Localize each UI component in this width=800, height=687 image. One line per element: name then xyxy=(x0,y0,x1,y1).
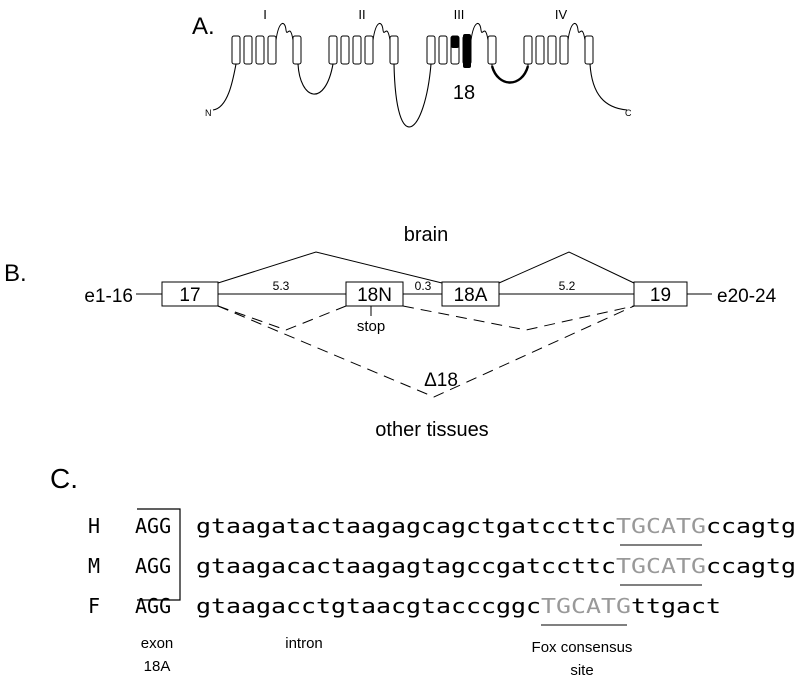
fox-site-m: TGCATG xyxy=(616,554,706,578)
fox-caption-line2: site xyxy=(570,662,593,679)
species-m: M xyxy=(88,554,100,578)
c-terminus-label: C xyxy=(625,108,632,118)
intron-size-17-18n: 5.3 xyxy=(273,279,290,293)
other-tissues-label: other tissues xyxy=(375,419,488,441)
exon-18n-label: 18N xyxy=(357,285,392,306)
fox-site-f: TGCATG xyxy=(541,594,631,618)
other-tissue-splicing xyxy=(217,305,635,398)
exon-bracket xyxy=(137,508,181,601)
exon-18a-label: 18A xyxy=(454,285,488,306)
intron-size-18n-18a: 0.3 xyxy=(415,279,432,293)
brain-splice-17-18a xyxy=(217,251,443,284)
domain-label-3: III xyxy=(454,7,465,22)
intron-seq-h: gtaagatactaagagcagctgatccttc xyxy=(196,514,616,538)
protein-backbone xyxy=(212,63,628,128)
exon-18n: 18N xyxy=(345,281,404,307)
exon-19: 19 xyxy=(633,281,688,307)
exon-caption-line1: exon xyxy=(141,635,174,652)
domain-iii-segments xyxy=(426,35,497,65)
domain-iv-pore-loop xyxy=(567,22,586,41)
exon-seq-h: AGG xyxy=(135,514,171,538)
species-f: F xyxy=(88,594,100,618)
intron-size-18a-19: 5.2 xyxy=(559,279,576,293)
brain-label: brain xyxy=(404,224,448,246)
intron-seq-m: gtaagacactaagagtagccgatccttc xyxy=(196,554,616,578)
exon-17-label: 17 xyxy=(179,285,200,306)
exon18-region-s3 xyxy=(451,36,459,48)
domain-iv-segments xyxy=(523,35,594,65)
fox-site-h: TGCATG xyxy=(616,514,706,538)
intron-seq-f: gtaagacctgtaacgtacccggc xyxy=(196,594,541,618)
sequence-row-m: M AGG gtaagacactaagagtagccgatccttc TGCAT… xyxy=(88,554,796,586)
domain-label-1: I xyxy=(263,7,267,22)
n-terminus-label: N xyxy=(205,108,212,118)
brain-splice-18a-19 xyxy=(498,251,635,284)
exon-seq-f: AGG xyxy=(135,594,171,618)
panel-a-label: A. xyxy=(192,13,215,40)
exon-19-label: 19 xyxy=(650,285,671,306)
left-flank-label: e1-16 xyxy=(84,286,133,307)
delta18-label: Δ18 xyxy=(424,370,458,391)
post-seq-m: ccagtg xyxy=(706,554,796,578)
domain-i-segments xyxy=(231,35,302,65)
exon18-label: 18 xyxy=(453,82,475,104)
stop-label: stop xyxy=(357,318,385,335)
panel-c-label: C. xyxy=(50,463,78,494)
domain-label-2: II xyxy=(358,7,365,22)
sequence-row-h: H AGG gtaagatactaagagcagctgatccttc TGCAT… xyxy=(88,514,796,546)
right-flank-label: e20-24 xyxy=(717,286,777,307)
domain-ii-pore-loop xyxy=(372,22,391,41)
domain-iii-pore-loop xyxy=(470,22,489,41)
species-h: H xyxy=(88,514,100,538)
exon-caption-line2: 18A xyxy=(144,658,171,675)
domain-i-pore-loop xyxy=(275,22,294,41)
exon-17: 17 xyxy=(161,281,219,307)
exon18-region-s4 xyxy=(463,34,471,68)
domain-ii-segments xyxy=(328,35,399,65)
loop-iii-iv xyxy=(490,65,530,84)
exon-seq-m: AGG xyxy=(135,554,171,578)
post-seq-f: ttgact xyxy=(631,594,721,618)
sequence-row-f: F AGG gtaagacctgtaacgtacccggc TGCATG ttg… xyxy=(88,594,721,626)
panel-b-label: B. xyxy=(4,260,27,287)
intron-caption: intron xyxy=(285,635,323,652)
domain-label-4: IV xyxy=(555,7,568,22)
fox-caption-line1: Fox consensus xyxy=(532,639,633,656)
post-seq-h: ccagtg xyxy=(706,514,796,538)
exon-18a: 18A xyxy=(441,281,500,307)
